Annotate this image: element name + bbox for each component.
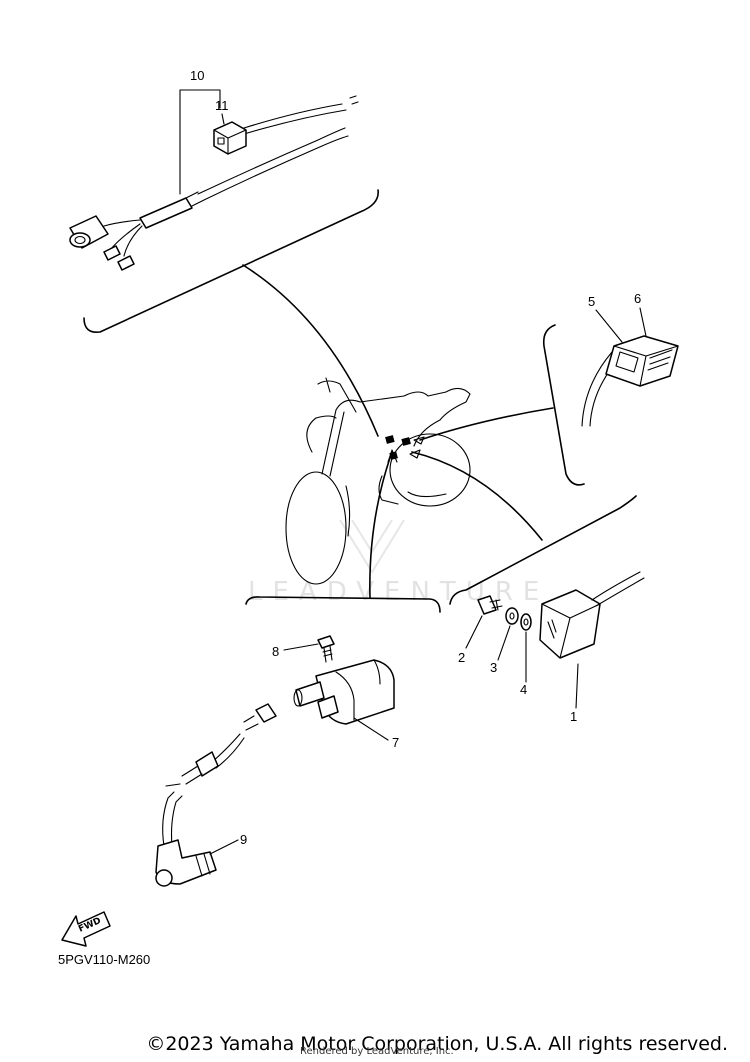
callout-9: 9 — [240, 832, 247, 847]
diagram-code: 5PGV110-M260 — [58, 952, 151, 967]
callout-10: 10 — [190, 68, 204, 83]
ignition-coil-detail: 8 7 9 — [155, 449, 441, 887]
callout-6: 6 — [634, 291, 641, 306]
renderer-credit: Rendered by LeadVenture, Inc. — [300, 1046, 454, 1057]
callout-7: 7 — [392, 735, 399, 750]
cdi-unit-detail: 2 3 4 1 — [409, 449, 645, 724]
wire-harness-detail: 10 11 — [69, 68, 379, 437]
watermark-text: LEADVENTURE — [248, 577, 549, 607]
copyright-notice: ©2023 Yamaha Motor Corporation, U.S.A. A… — [146, 1033, 728, 1055]
motorcycle-outline — [285, 377, 471, 585]
connector-detail: 5 6 — [413, 291, 679, 486]
callout-4: 4 — [520, 682, 527, 697]
callout-5: 5 — [588, 294, 595, 309]
callout-8: 8 — [272, 644, 279, 659]
forward-direction-icon: FWD — [61, 911, 111, 947]
callout-3: 3 — [490, 660, 497, 675]
callout-11: 11 — [215, 98, 229, 113]
callout-1: 1 — [570, 709, 577, 724]
callout-2: 2 — [458, 650, 465, 665]
